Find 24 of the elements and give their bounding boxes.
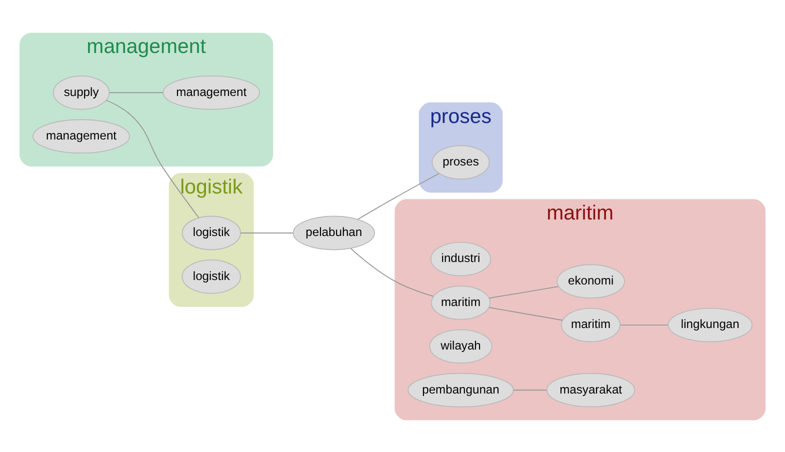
node-ellipse: logistik: [182, 215, 241, 250]
node-ellipse: management: [162, 74, 260, 110]
node-ellipse: pembangunan: [408, 372, 514, 407]
node-ellipse: pelabuhan: [292, 215, 376, 250]
connector: [106, 99, 200, 218]
node-ellipse: industri: [430, 241, 492, 276]
node-ellipse: supply: [52, 74, 110, 110]
connector: [488, 286, 559, 298]
node-ellipse: maritim: [431, 285, 490, 320]
connector: [108, 92, 164, 93]
connector: [620, 324, 668, 325]
connector: [240, 232, 294, 233]
node-ellipse: ekonomi: [556, 264, 625, 298]
connector: [512, 389, 547, 390]
connector: [488, 306, 563, 320]
connector: [357, 172, 440, 220]
connector: [350, 248, 434, 296]
node-ellipse: management: [32, 118, 130, 154]
node-ellipse: maritim: [561, 307, 621, 342]
node-ellipse: logistik: [182, 259, 241, 294]
node-ellipse: proses: [432, 144, 490, 180]
node-ellipse: masyarakat: [546, 372, 636, 407]
node-ellipse: wilayah: [429, 328, 492, 364]
node-ellipse: lingkungan: [668, 307, 752, 342]
